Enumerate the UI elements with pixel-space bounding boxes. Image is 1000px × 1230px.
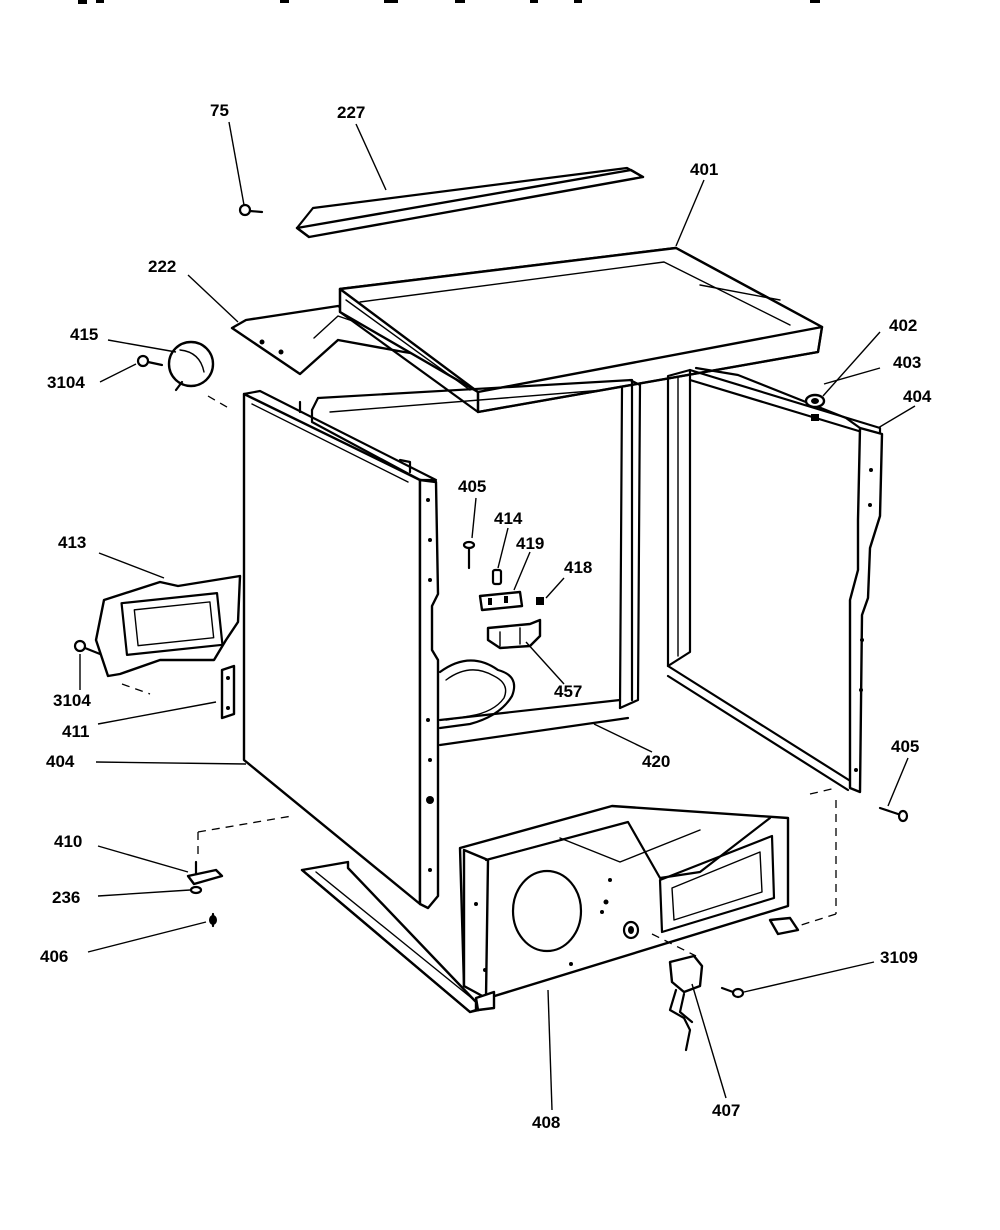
label-418: 418 xyxy=(564,558,592,577)
part-402-leveling-foot xyxy=(804,393,826,409)
label-236: 236 xyxy=(52,888,80,907)
part-410-hinge-pin xyxy=(186,860,224,886)
label-405-upper: 405 xyxy=(458,477,486,496)
label-414: 414 xyxy=(494,509,523,528)
part-420-rear-opening xyxy=(438,659,516,730)
label-402: 402 xyxy=(889,316,917,335)
part-413-access-plate xyxy=(94,574,242,678)
part-405-screw-lower xyxy=(878,806,909,823)
label-404-left: 404 xyxy=(46,752,75,771)
part-408-base-frame xyxy=(300,804,800,1014)
part-3104-screw-upper xyxy=(136,354,164,368)
label-3109: 3109 xyxy=(880,948,918,967)
label-406: 406 xyxy=(40,947,68,966)
label-407: 407 xyxy=(712,1101,740,1120)
part-407-terminal-block xyxy=(668,954,704,1052)
part-406-screw xyxy=(209,912,217,928)
assembly-guide-lines xyxy=(121,395,837,957)
part-227-rear-trim xyxy=(295,166,645,239)
part-labels: 75 227 401 222 415 3104 402 403 404 405 … xyxy=(40,101,932,1132)
label-3104-lower: 3104 xyxy=(53,691,91,710)
label-419: 419 xyxy=(516,534,544,553)
part-403-nut xyxy=(811,414,819,421)
part-3109-screw xyxy=(720,986,745,999)
label-411: 411 xyxy=(62,722,89,741)
label-3104-upper: 3104 xyxy=(47,373,85,392)
part-3104-screw-lower xyxy=(73,639,102,656)
part-419-switch xyxy=(478,590,524,612)
label-404-right: 404 xyxy=(903,387,932,406)
label-75: 75 xyxy=(210,101,229,120)
part-404-right-side-flange xyxy=(694,366,884,794)
part-236-washer xyxy=(189,885,203,895)
label-420: 420 xyxy=(642,752,670,771)
part-401-top-panel xyxy=(338,246,824,414)
leader-lines xyxy=(79,121,916,1111)
part-75-screw xyxy=(238,203,264,217)
label-457: 457 xyxy=(554,682,582,701)
cabinet-frame xyxy=(310,368,882,792)
part-405-screw-upper xyxy=(462,540,476,570)
label-405-lower: 405 xyxy=(891,737,919,756)
label-415: 415 xyxy=(70,325,98,344)
part-414-clip xyxy=(491,568,503,586)
part-404-left-side-panel xyxy=(242,389,440,910)
part-457-switch-bracket xyxy=(486,618,542,650)
label-222: 222 xyxy=(148,257,176,276)
top-edge-marks xyxy=(78,0,820,4)
part-418-nut xyxy=(536,597,544,605)
label-401: 401 xyxy=(690,160,718,179)
label-227: 227 xyxy=(337,103,365,122)
part-411-bracket xyxy=(220,664,236,720)
label-408: 408 xyxy=(532,1113,560,1132)
label-403: 403 xyxy=(893,353,921,372)
part-415-round-cover xyxy=(167,340,215,392)
label-410: 410 xyxy=(54,832,82,851)
label-413: 413 xyxy=(58,533,86,552)
